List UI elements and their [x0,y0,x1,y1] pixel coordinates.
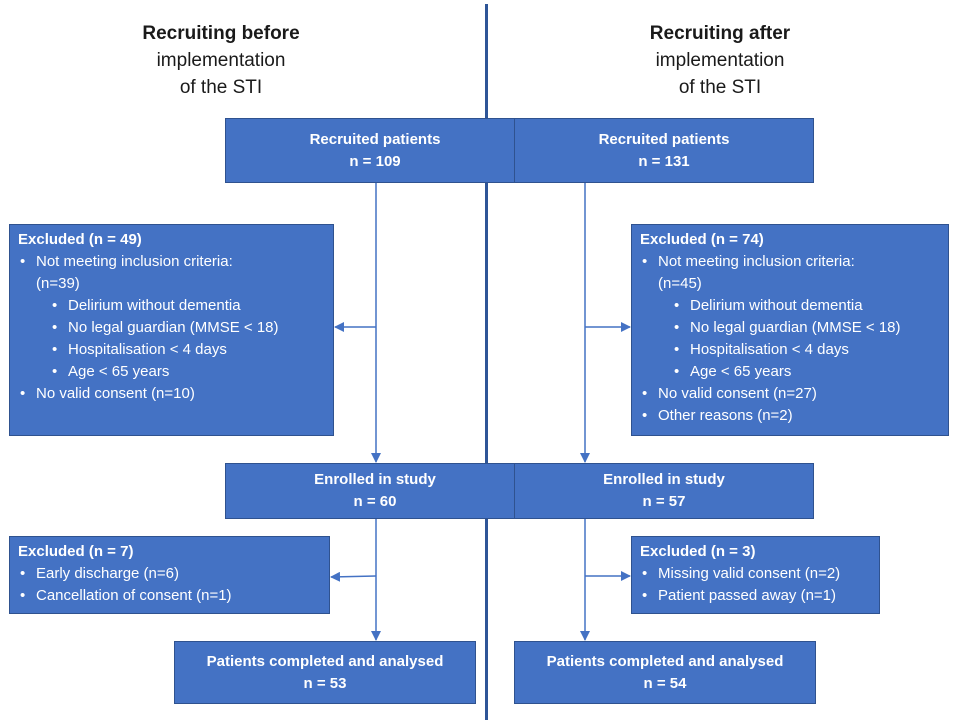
criterion-item: No valid consent (n=27) [640,383,940,405]
criterion-count: (n=39) [36,275,80,292]
criterion-item: Other reasons (n=2) [640,405,940,427]
criterion-text: Patient passed away (n=1) [658,587,837,604]
left-enrolled-box: Enrolled in study n = 60 [225,463,525,519]
criterion-text: Delirium without dementia [690,297,863,314]
sub-criterion-item: Hospitalisation < 4 days [640,339,940,361]
criterion-item: Missing valid consent (n=2) [640,563,871,585]
column-divider [485,4,488,720]
box-title: Patients completed and analysed [546,652,784,670]
criterion-item: Early discharge (n=6) [18,563,321,585]
box-count: n = 54 [643,674,687,692]
criterion-text: Hospitalisation < 4 days [690,341,849,358]
sub-criterion-item: Delirium without dementia [640,295,940,317]
criterion-text: Missing valid consent (n=2) [658,565,841,582]
criterion-text: Delirium without dementia [68,297,241,314]
box-count: n = 60 [353,493,397,510]
box-count: n = 109 [349,152,401,170]
box-title: Recruited patients [598,130,730,148]
box-title: Enrolled in study [314,471,436,488]
criterion-text: Hospitalisation < 4 days [68,341,227,358]
criterion-text: Other reasons (n=2) [658,407,793,424]
left-heading-line2: implementation [156,50,286,71]
criterion-item: Not meeting inclusion criteria: (n=45) [640,251,940,295]
criterion-text: Cancellation of consent (n=1) [36,587,232,604]
left-recruited-box: Recruited patients n = 109 [225,118,525,183]
left-completed-box: Patients completed and analysed n = 53 [174,641,476,704]
sub-criterion-item: No legal guardian (MMSE < 18) [18,317,325,339]
right-heading-line3: of the STI [678,77,762,98]
box-count: n = 57 [642,493,686,510]
sub-criterion-item: Age < 65 years [640,361,940,383]
right-heading-title: Recruiting after [649,23,791,44]
criterion-item: No valid consent (n=10) [18,383,325,405]
criterion-count: (n=45) [658,275,702,292]
criterion-text: Not meeting inclusion criteria: [36,253,233,270]
exclusion-list: Early discharge (n=6) Cancellation of con… [18,563,321,607]
criterion-text: No valid consent (n=27) [658,385,817,402]
box-title: Enrolled in study [603,471,725,488]
right-enrolled-box: Enrolled in study n = 57 [514,463,814,519]
left-heading-title: Recruiting before [142,23,300,44]
box-count: n = 131 [638,152,690,170]
right-excluded-box-1: Excluded (n = 74) Not meeting inclusion … [631,224,949,436]
criterion-item: Patient passed away (n=1) [640,585,871,607]
left-heading-line3: of the STI [179,77,263,98]
box-title: Excluded (n = 49) [18,231,142,248]
exclusion-list: Missing valid consent (n=2) Patient passe… [640,563,871,607]
box-title: Excluded (n = 7) [18,543,134,560]
right-completed-box: Patients completed and analysed n = 54 [514,641,816,704]
left-excluded-box-2: Excluded (n = 7) Early discharge (n=6) Ca… [9,536,330,614]
left-excluded-box-1: Excluded (n = 49) Not meeting inclusion … [9,224,334,436]
criterion-item: Cancellation of consent (n=1) [18,585,321,607]
sub-criterion-item: No legal guardian (MMSE < 18) [640,317,940,339]
criterion-text: Early discharge (n=6) [36,565,179,582]
left-heading: Recruiting before implementation of the … [71,20,371,101]
criterion-text: No legal guardian (MMSE < 18) [68,319,279,336]
sub-criterion-item: Delirium without dementia [18,295,325,317]
box-title: Patients completed and analysed [206,652,444,670]
criterion-item: Not meeting inclusion criteria: (n=39) [18,251,325,295]
criterion-text: Age < 65 years [68,363,170,380]
box-title: Excluded (n = 3) [640,543,756,560]
right-excluded-box-2: Excluded (n = 3) Missing valid consent (… [631,536,880,614]
sub-criterion-item: Age < 65 years [18,361,325,383]
criterion-text: Not meeting inclusion criteria: [658,253,855,270]
right-heading-line2: implementation [655,50,785,71]
box-title: Excluded (n = 74) [640,231,764,248]
sub-criterion-item: Hospitalisation < 4 days [18,339,325,361]
box-title: Recruited patients [309,130,441,148]
arrow-left-to-excluded2 [330,571,377,582]
exclusion-list: Not meeting inclusion criteria: (n=45) Del… [640,251,940,427]
right-heading: Recruiting after implementation of the S… [570,20,870,101]
right-recruited-box: Recruited patients n = 131 [514,118,814,183]
box-count: n = 53 [303,674,347,692]
criterion-text: No valid consent (n=10) [36,385,195,402]
criterion-text: No legal guardian (MMSE < 18) [690,319,901,336]
exclusion-list: Not meeting inclusion criteria: (n=39) Del… [18,251,325,405]
criterion-text: Age < 65 years [690,363,792,380]
